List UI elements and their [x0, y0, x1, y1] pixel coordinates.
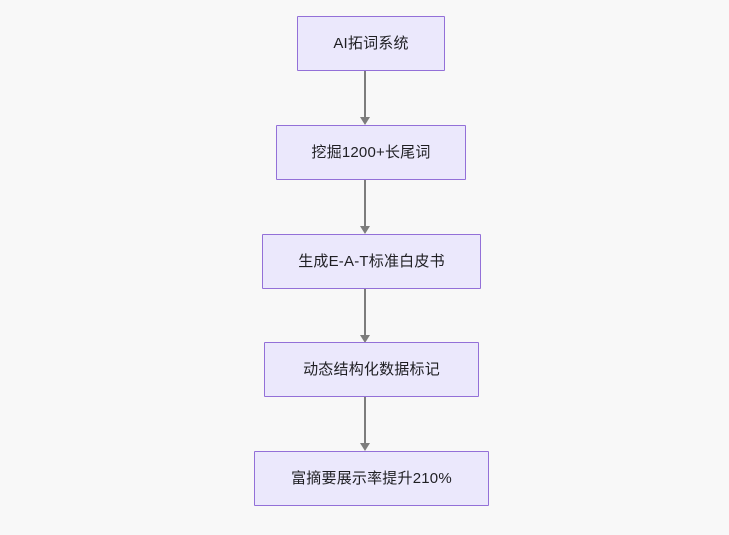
edge-arrow-n2-n3	[359, 226, 370, 234]
edge-n4-n5	[363, 397, 366, 443]
edge-arrow-n4-n5	[359, 443, 370, 451]
edge-n3-n4	[363, 289, 366, 335]
node-label: 动态结构化数据标记	[303, 360, 440, 378]
flowchart-node-longtail-keywords[interactable]: 挖掘1200+长尾词	[276, 125, 466, 180]
node-label: 富摘要展示率提升210%	[291, 469, 452, 487]
edge-n1-n2	[363, 71, 366, 117]
node-label: 挖掘1200+长尾词	[311, 143, 431, 161]
flowchart-node-structured-data-markup[interactable]: 动态结构化数据标记	[264, 342, 479, 397]
node-label: 生成E-A-T标准白皮书	[298, 252, 445, 270]
flowchart-node-eat-whitepaper[interactable]: 生成E-A-T标准白皮书	[262, 234, 481, 289]
node-label: AI拓词系统	[333, 34, 409, 52]
edge-arrow-n1-n2	[359, 117, 370, 125]
flowchart-node-rich-snippet-result[interactable]: 富摘要展示率提升210%	[254, 451, 489, 506]
edge-n2-n3	[363, 180, 366, 226]
edge-arrow-n3-n4	[359, 335, 370, 343]
flowchart-node-ai-keyword-system[interactable]: AI拓词系统	[297, 16, 445, 71]
